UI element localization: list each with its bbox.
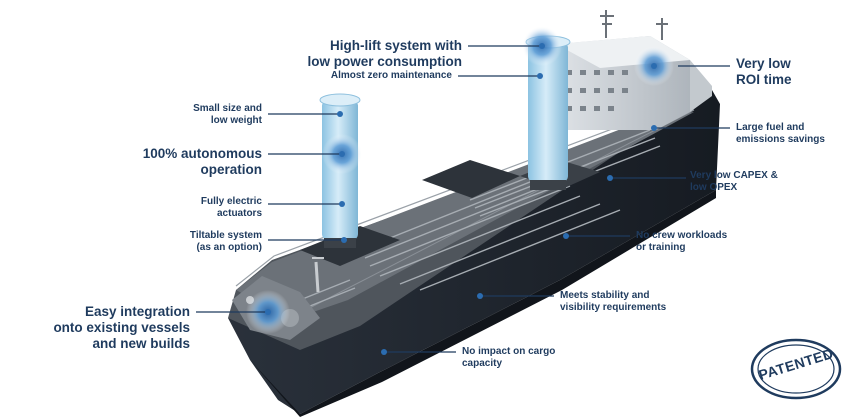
callout-roi-line2: ROI time bbox=[736, 72, 792, 88]
radar-mast bbox=[600, 10, 614, 38]
callout-small-size: Small size and low weight bbox=[150, 103, 262, 127]
callout-cargo-line1: No impact on cargo bbox=[462, 346, 556, 357]
callout-integration-line1: Easy integration bbox=[84, 304, 190, 319]
deck-railing bbox=[235, 113, 653, 287]
callout-fuel: Large fuel and emissions savings bbox=[736, 122, 825, 146]
callout-stability-line1: Meets stability and bbox=[560, 290, 650, 301]
callout-fuel-line2: emissions savings bbox=[736, 134, 825, 146]
callout-high-lift: High-lift system with low power consumpt… bbox=[300, 38, 463, 70]
callout-electric-line1: Fully electric bbox=[200, 196, 262, 207]
callout-crew-line1: No crew workloads bbox=[636, 230, 728, 241]
callout-autonomous-line1: 100% autonomous bbox=[142, 146, 262, 161]
callout-tiltable: Tiltable system (as an option) bbox=[150, 230, 262, 254]
deck-top bbox=[236, 112, 694, 320]
callout-small-size-line1: Small size and bbox=[193, 103, 262, 114]
callout-maintenance: Almost zero maintenance bbox=[330, 70, 452, 81]
callout-electric-line2: actuators bbox=[216, 208, 262, 220]
callout-roi: Very low ROI time bbox=[736, 56, 792, 88]
callout-capex-line2: low OPEX bbox=[690, 182, 738, 194]
callout-tiltable-line1: Tiltable system bbox=[189, 230, 262, 241]
leader-lines bbox=[196, 45, 730, 353]
superstructure bbox=[556, 10, 712, 130]
callout-crew: No crew workloads or training bbox=[636, 230, 727, 254]
callout-cargo-line2: capacity bbox=[462, 358, 503, 370]
callout-integration: Easy integration onto existing vessels a… bbox=[30, 304, 190, 353]
callout-fuel-line1: Large fuel and bbox=[736, 122, 805, 133]
callout-stability: Meets stability and visibility requireme… bbox=[560, 290, 666, 314]
callout-tiltable-line2: (as an option) bbox=[196, 242, 262, 254]
callout-high-lift-line2: low power consumption bbox=[307, 54, 463, 70]
callout-capex-line1: Very low CAPEX & bbox=[690, 170, 778, 181]
callout-cargo: No impact on cargo capacity bbox=[462, 346, 555, 370]
stamp-ring-icon bbox=[750, 338, 842, 400]
callout-integration-line2: onto existing vessels bbox=[53, 320, 190, 336]
callout-autonomous-line2: operation bbox=[200, 162, 262, 178]
leader-dots bbox=[265, 43, 657, 355]
callout-integration-line3: and new builds bbox=[92, 336, 190, 352]
callout-roi-line1: Very low bbox=[736, 56, 791, 71]
deck-hatch bbox=[422, 160, 520, 198]
callout-small-size-line2: low weight bbox=[210, 115, 262, 127]
callout-crew-line2: or training bbox=[636, 242, 686, 254]
callout-high-lift-line1: High-lift system with bbox=[329, 38, 462, 53]
callout-capex: Very low CAPEX & low OPEX bbox=[690, 170, 778, 194]
patented-stamp: PATENTED bbox=[748, 336, 844, 402]
callout-stability-line2: visibility requirements bbox=[560, 302, 667, 314]
callout-autonomous: 100% autonomous operation bbox=[110, 146, 262, 178]
callout-electric: Fully electric actuators bbox=[150, 196, 262, 220]
